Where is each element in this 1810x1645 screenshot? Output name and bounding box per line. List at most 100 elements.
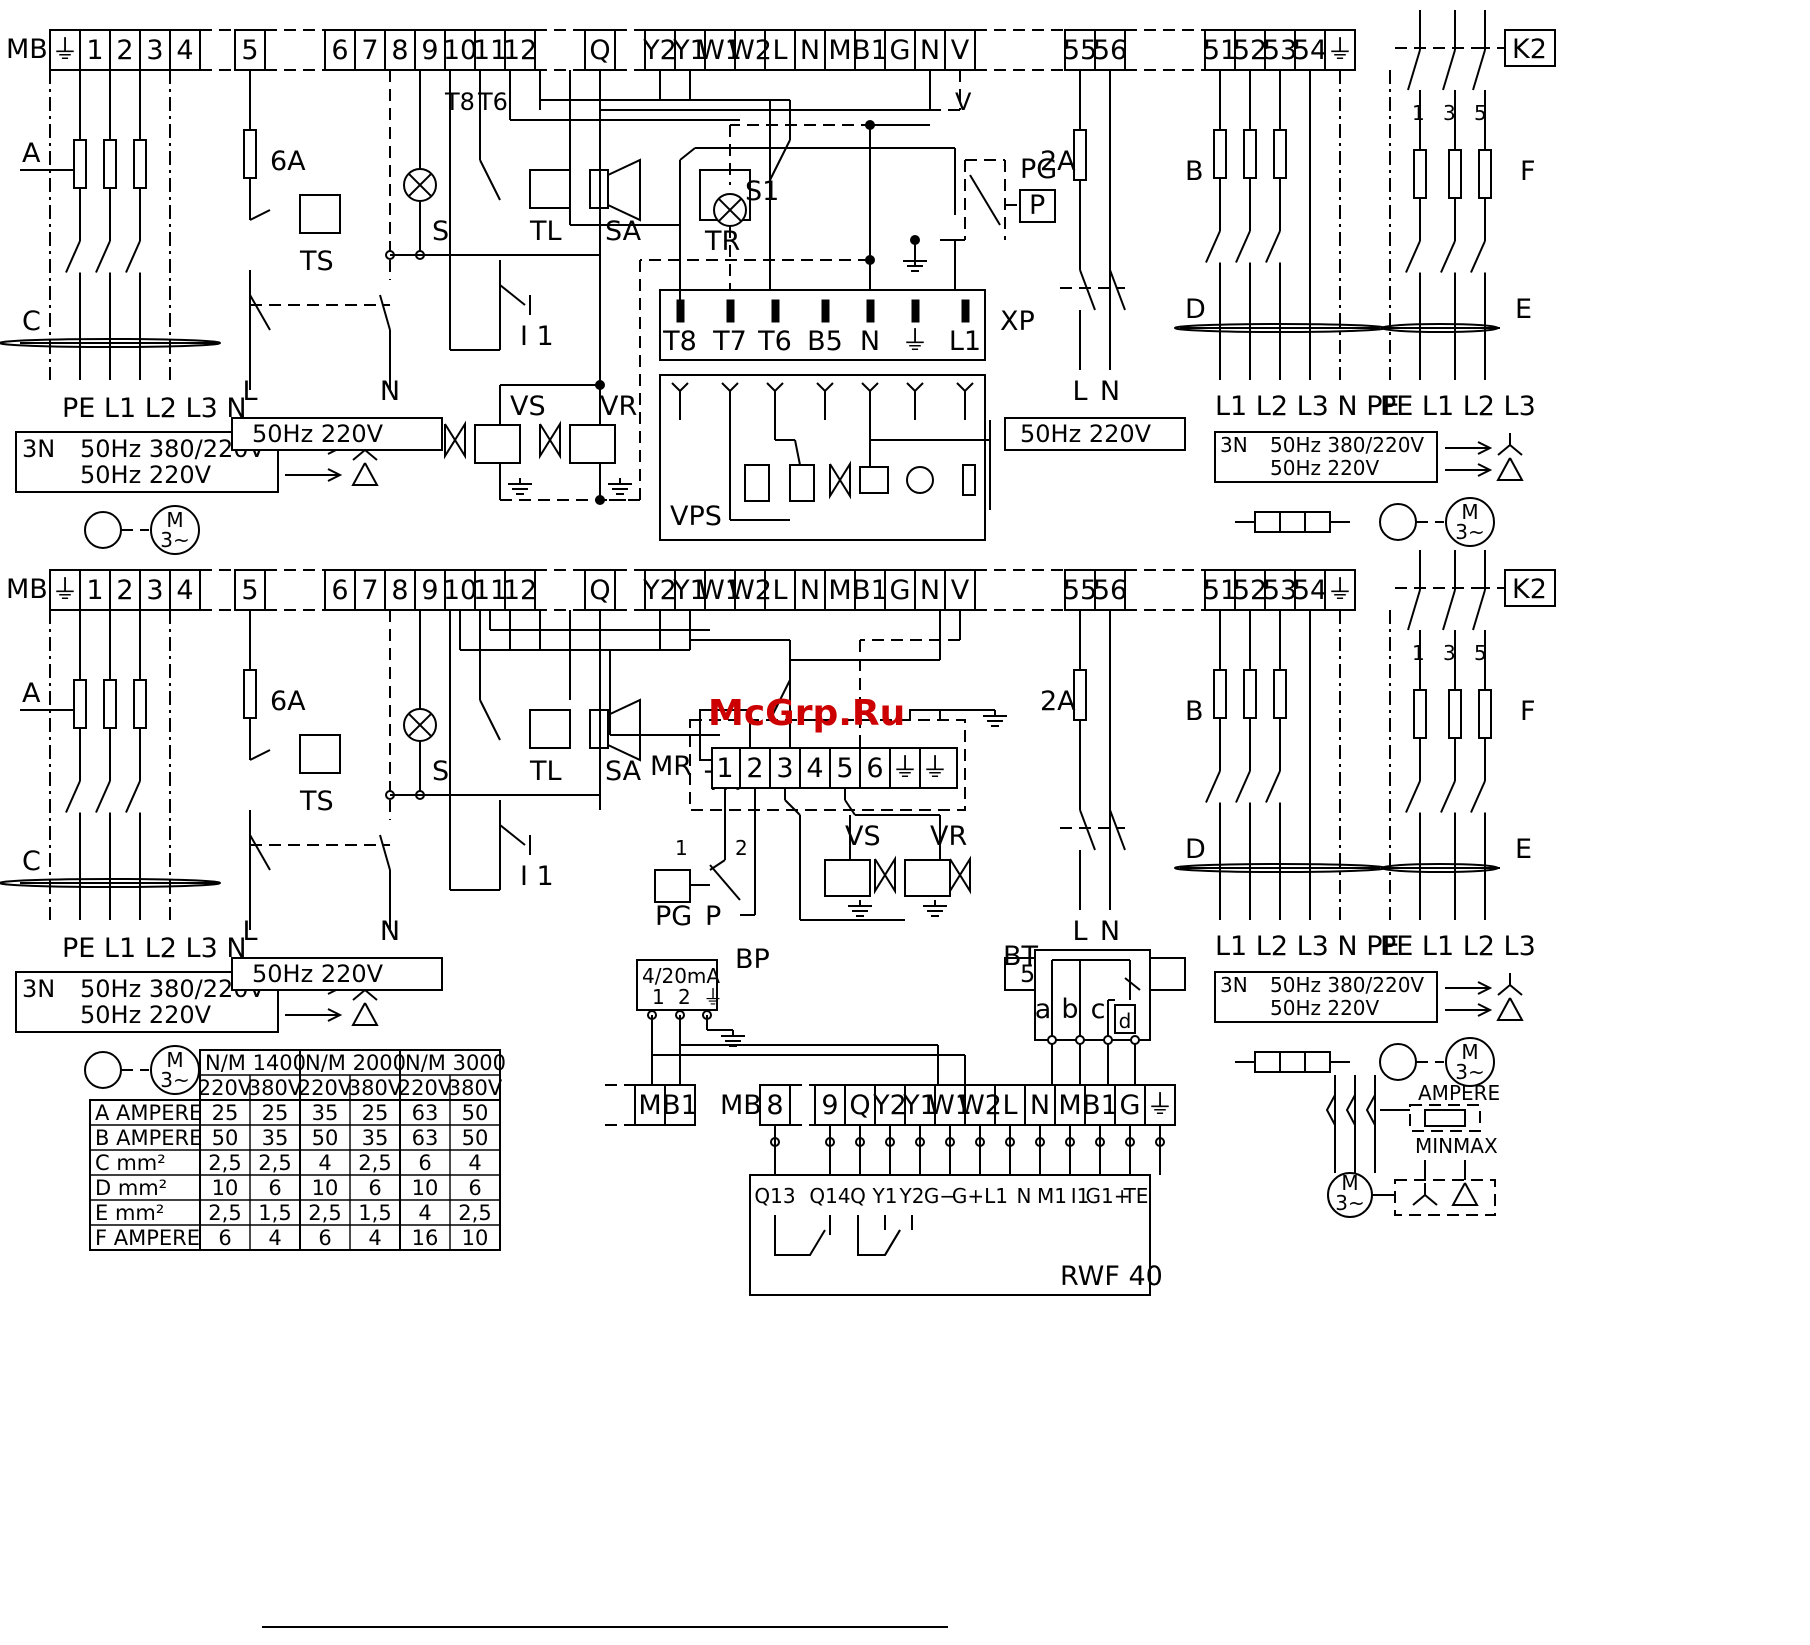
vr-coil-b — [904, 859, 951, 897]
valve-icon — [444, 420, 466, 460]
mb-lower-M: M — [638, 1090, 661, 1121]
table-row-label-3: D mm² — [95, 1176, 167, 1200]
table-cell-1-0: 50 — [212, 1126, 239, 1150]
switch-contact — [1405, 780, 1421, 813]
vs-coil — [474, 424, 521, 464]
table-header-2: N/M 3000 — [405, 1051, 506, 1075]
terminal-label-5: 5 — [241, 35, 258, 66]
delta-icon — [1496, 997, 1524, 1021]
table-cell-5-0: 6 — [218, 1226, 231, 1250]
table-cell-2-4: 6 — [418, 1151, 431, 1175]
table-cell-3-5: 6 — [468, 1176, 481, 1200]
terminal-label-19: N — [800, 35, 820, 66]
terminal-label-27: 51 — [1203, 575, 1237, 606]
fuse-6a — [243, 129, 257, 179]
label-TS: TS — [299, 246, 334, 277]
supply-3n-r: 3N — [1220, 433, 1248, 457]
mb-lower-label: MB — [720, 1090, 762, 1121]
strip-label: MB — [6, 34, 48, 65]
lamp-cross — [718, 198, 742, 222]
label-RWF: RWF 40 — [1060, 1261, 1163, 1292]
left-phase-labels: PE L1 L2 L3 N — [62, 393, 247, 424]
sa-horn — [607, 158, 641, 222]
switch-contact — [1470, 780, 1486, 813]
table-cell-1-4: 63 — [412, 1126, 439, 1150]
label-1: 1 — [1412, 641, 1425, 665]
table-cell-5-5: 10 — [462, 1226, 489, 1250]
ampere-motor-sub: 3~ — [1335, 1191, 1364, 1215]
table-row-label-2: C mm² — [95, 1151, 166, 1175]
left-phase-labels: PE L1 L2 L3 N — [62, 933, 247, 964]
terminal-label-21: B1 — [852, 575, 888, 606]
label-VS: VS — [510, 391, 546, 422]
label-I1: I 1 — [520, 321, 554, 352]
right-phase-labels-2: PE L1 L2 L3 — [1380, 931, 1536, 962]
motor-label: M — [166, 1048, 183, 1072]
junction-dot — [865, 255, 875, 265]
switch-contact — [1405, 240, 1421, 273]
terminal-block — [584, 29, 616, 71]
terminal-label-31: ⏚ — [1327, 575, 1354, 606]
motor-sub-label: 3~ — [1455, 1060, 1484, 1084]
vps-fuse — [962, 464, 976, 496]
terminal-label-2: 2 — [116, 575, 133, 606]
ampere-motor-m: M — [1341, 1171, 1358, 1195]
ampere-max: MAX — [1453, 1134, 1498, 1158]
terminal-label-0: ⏚ — [52, 35, 79, 66]
mr-label-5: 6 — [866, 753, 883, 784]
supply-box-right — [1214, 971, 1438, 1023]
fuse — [1413, 149, 1427, 199]
terminal-label-9: 9 — [421, 575, 438, 606]
table-header-1: N/M 2000 — [305, 1051, 406, 1075]
rwf-bot-6: G+ — [952, 1184, 984, 1208]
supply-380-r: 50Hz 380/220V — [1270, 433, 1424, 457]
open-junction — [1075, 1035, 1085, 1045]
switch-contact — [125, 240, 141, 273]
label-2a: 2A — [1040, 686, 1076, 717]
k2-contact — [1442, 49, 1456, 91]
label-2a: 2A — [1040, 146, 1076, 177]
label-L: L — [242, 916, 257, 947]
terminal-label-26: 56 — [1093, 35, 1127, 66]
xp-label-5: ⏚ — [902, 326, 929, 357]
switch — [379, 834, 391, 871]
rwf-bot-1: Q14 — [809, 1184, 850, 1208]
switch-contact — [95, 780, 111, 813]
terminal-label-5: 5 — [241, 575, 258, 606]
k2-contact — [1407, 49, 1421, 91]
xp-pin — [771, 299, 780, 323]
rwf-top-2: Q — [849, 1090, 870, 1121]
fuse — [1213, 669, 1227, 719]
watermark-text: McGrp.Ru — [708, 693, 905, 734]
right-phase-labels: L1 L2 L3 N PE — [1215, 391, 1400, 422]
terminal-block — [49, 569, 201, 611]
label-F: F — [1520, 156, 1536, 187]
xp-pin — [726, 299, 735, 323]
table-cell-3-0: 10 — [212, 1176, 239, 1200]
table-cell-4-4: 4 — [418, 1201, 431, 1225]
terminal-label-25: 55 — [1063, 575, 1097, 606]
supply-220-r: 50Hz 220V — [1270, 456, 1380, 480]
supply-220-label: 50Hz 220V — [252, 420, 384, 448]
supply-380-r: 50Hz 380/220V — [1270, 973, 1424, 997]
terminal-label-28: 52 — [1233, 575, 1267, 606]
fuse — [1243, 669, 1257, 719]
terminal-label-30: 54 — [1293, 575, 1327, 606]
pg-contact — [969, 174, 1001, 226]
vps-block — [659, 374, 986, 541]
terminal-label-14: Y2 — [642, 35, 677, 66]
label-F: F — [1520, 696, 1536, 727]
mr-label-0: 1 — [716, 753, 733, 784]
switch — [1079, 809, 1096, 851]
terminal-label-9: 9 — [421, 35, 438, 66]
fan-icon — [1379, 503, 1417, 541]
motor-sub-label: 3~ — [1455, 520, 1484, 544]
terminal-block — [49, 29, 201, 71]
mb-lower-B1: B1 — [662, 1090, 698, 1121]
fan-icon — [84, 511, 122, 549]
label-P-b: P — [705, 901, 721, 932]
tl-contact — [479, 159, 501, 201]
terminal-label-8: 8 — [391, 35, 408, 66]
label-C: C — [22, 846, 41, 877]
